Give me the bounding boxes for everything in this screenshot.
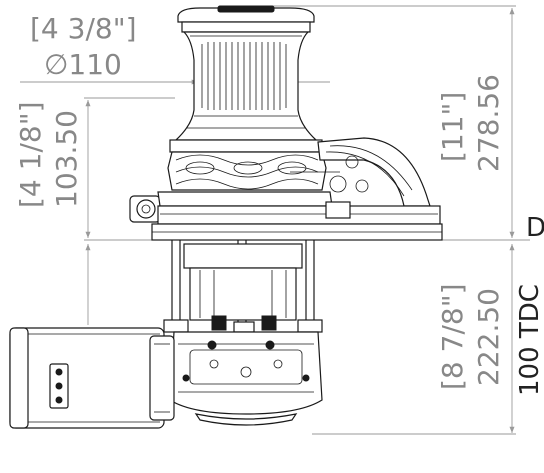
deck-to-top-inch-label: [11"] <box>436 92 469 162</box>
windlass-illustration <box>9 5 443 429</box>
below-deck-inch-label: [8 7/8"] <box>436 283 469 390</box>
deck-to-top-mm-label: 278.56 <box>472 74 505 172</box>
deck-to-drum-inch-label: [4 1/8"] <box>14 101 47 208</box>
deck-label: D <box>526 213 544 243</box>
drum-diameter-inch-label: [4 3/8"] <box>30 12 137 45</box>
deck-thickness-label: 100 TDC <box>515 284 544 396</box>
below-deck-mm-label: 222.50 <box>472 288 505 386</box>
drum-diameter-mm-label: ∅110 <box>44 48 122 81</box>
deck-to-drum-mm-label: 103.50 <box>50 110 83 208</box>
